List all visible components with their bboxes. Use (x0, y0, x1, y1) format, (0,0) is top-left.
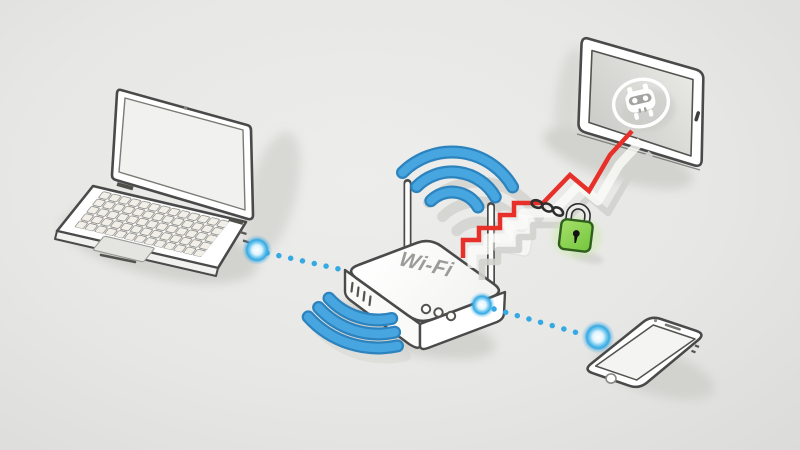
malware-bot-icon (611, 77, 676, 132)
glow-dot-laptop (242, 235, 272, 265)
keyhole-icon (572, 230, 580, 244)
phone-camera-icon (653, 318, 658, 323)
wireless-links (242, 235, 615, 354)
phone-home-button (605, 373, 617, 384)
tablet-shadow (543, 126, 693, 190)
laptop (54, 88, 255, 277)
threat-attack-path (460, 129, 654, 280)
router-vents (350, 281, 372, 307)
chain-icon (530, 198, 565, 218)
wifi-signal-top-icon (396, 145, 520, 214)
tablet-edge-thickness (576, 133, 701, 171)
wireless-link-laptop-router (264, 250, 342, 272)
security-lock (530, 198, 604, 264)
laptop-front-notch (99, 253, 137, 264)
tablet (576, 36, 705, 171)
laptop-side-shadow (243, 131, 301, 259)
glow-dot-phone (581, 320, 615, 354)
laptop-camera-icon (183, 106, 188, 110)
wifi-signal-bottom-icon (301, 291, 404, 355)
phone-speaker-icon (664, 323, 681, 331)
laptop-screen (118, 97, 246, 211)
tablet-camera-icon (694, 111, 701, 122)
malware-bot-face (625, 83, 656, 120)
laptop-keyboard (74, 191, 230, 258)
wireless-link-router-phone (491, 306, 588, 338)
threat-zigzag-line (460, 129, 634, 258)
phone-side-button-2 (691, 349, 696, 354)
laptop-port-1 (239, 230, 247, 236)
threat-line-ghost (467, 137, 645, 268)
glow-dot-router (469, 292, 495, 318)
malware-circle-ring (611, 77, 671, 129)
phone-side-button-1 (694, 344, 700, 349)
laptop-hinge-right (228, 217, 244, 225)
laptop-trackpad (93, 235, 155, 263)
phone-screen (594, 324, 696, 381)
threat-line-shadow (478, 150, 654, 280)
laptop-hinge-left (116, 182, 134, 191)
smartphone (586, 316, 703, 389)
router-led-ports (420, 303, 457, 322)
padlock-icon (557, 203, 594, 253)
